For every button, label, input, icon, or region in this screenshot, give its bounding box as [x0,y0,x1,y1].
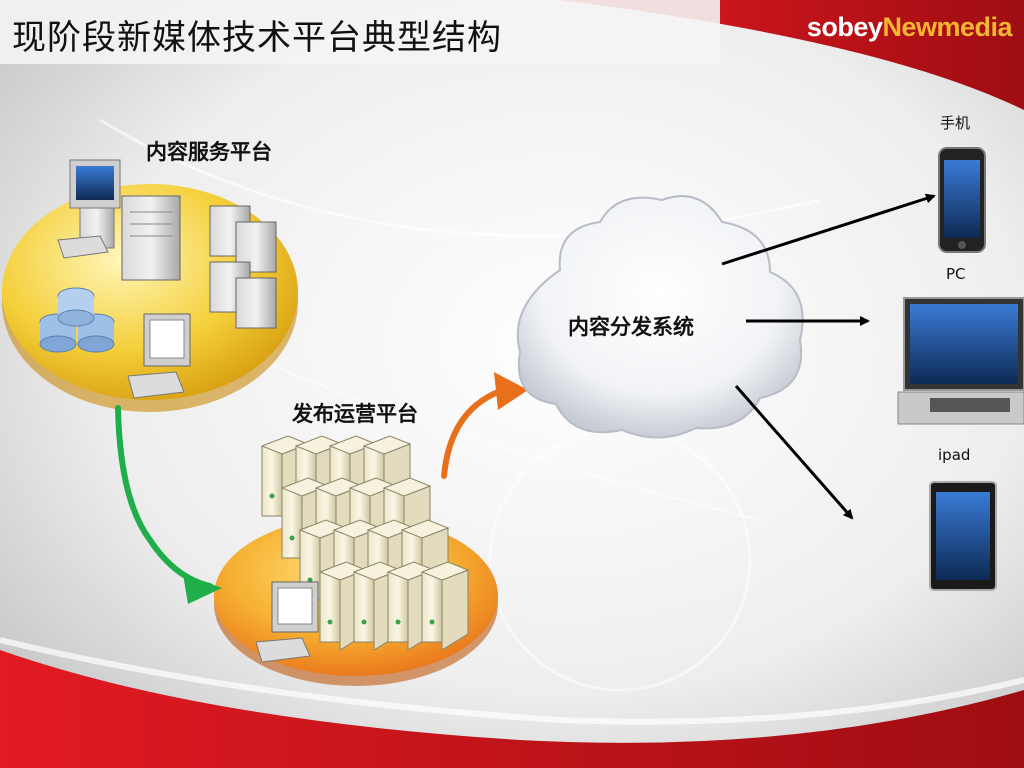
tower-server-icon [121,195,181,281]
laptop-device-icon [897,297,1024,425]
workstation-icon [57,159,121,259]
database-icon [39,287,115,353]
content-service-platform [2,159,298,412]
phone-device-icon [938,147,986,253]
rack-servers-icon [209,205,277,329]
logo-part-sobey: sobey [806,12,883,42]
sobey-logo: sobeyNewmedia [806,12,1013,43]
server-cluster-icon [260,435,470,651]
monitor-icon [127,313,191,399]
content-service-label: 内容服务平台 [146,139,272,164]
ipad-label: ipad [938,446,971,464]
pc-label: PC [946,265,966,283]
orange-arrowhead [494,372,528,410]
phone-label: 手机 [940,114,971,132]
green-arrowhead [183,574,222,604]
rack-server-icon [420,561,470,651]
ipad-device-icon [929,481,997,591]
slide-title: 现阶段新媒体技术平台典型结构 [12,18,502,58]
arrow-to-phone [721,193,936,266]
distribution-cloud [516,195,804,439]
arrow-to-ipad [734,385,854,520]
publish-ops-label: 发布运营平台 [292,401,418,426]
console-monitor-icon [255,581,319,663]
publish-ops-platform [214,435,498,686]
orange-flow-arrow [441,389,501,479]
logo-part-newmedia: Newmedia [882,12,1012,42]
green-flow-arrow [115,405,213,589]
distribution-label: 内容分发系统 [568,314,694,339]
